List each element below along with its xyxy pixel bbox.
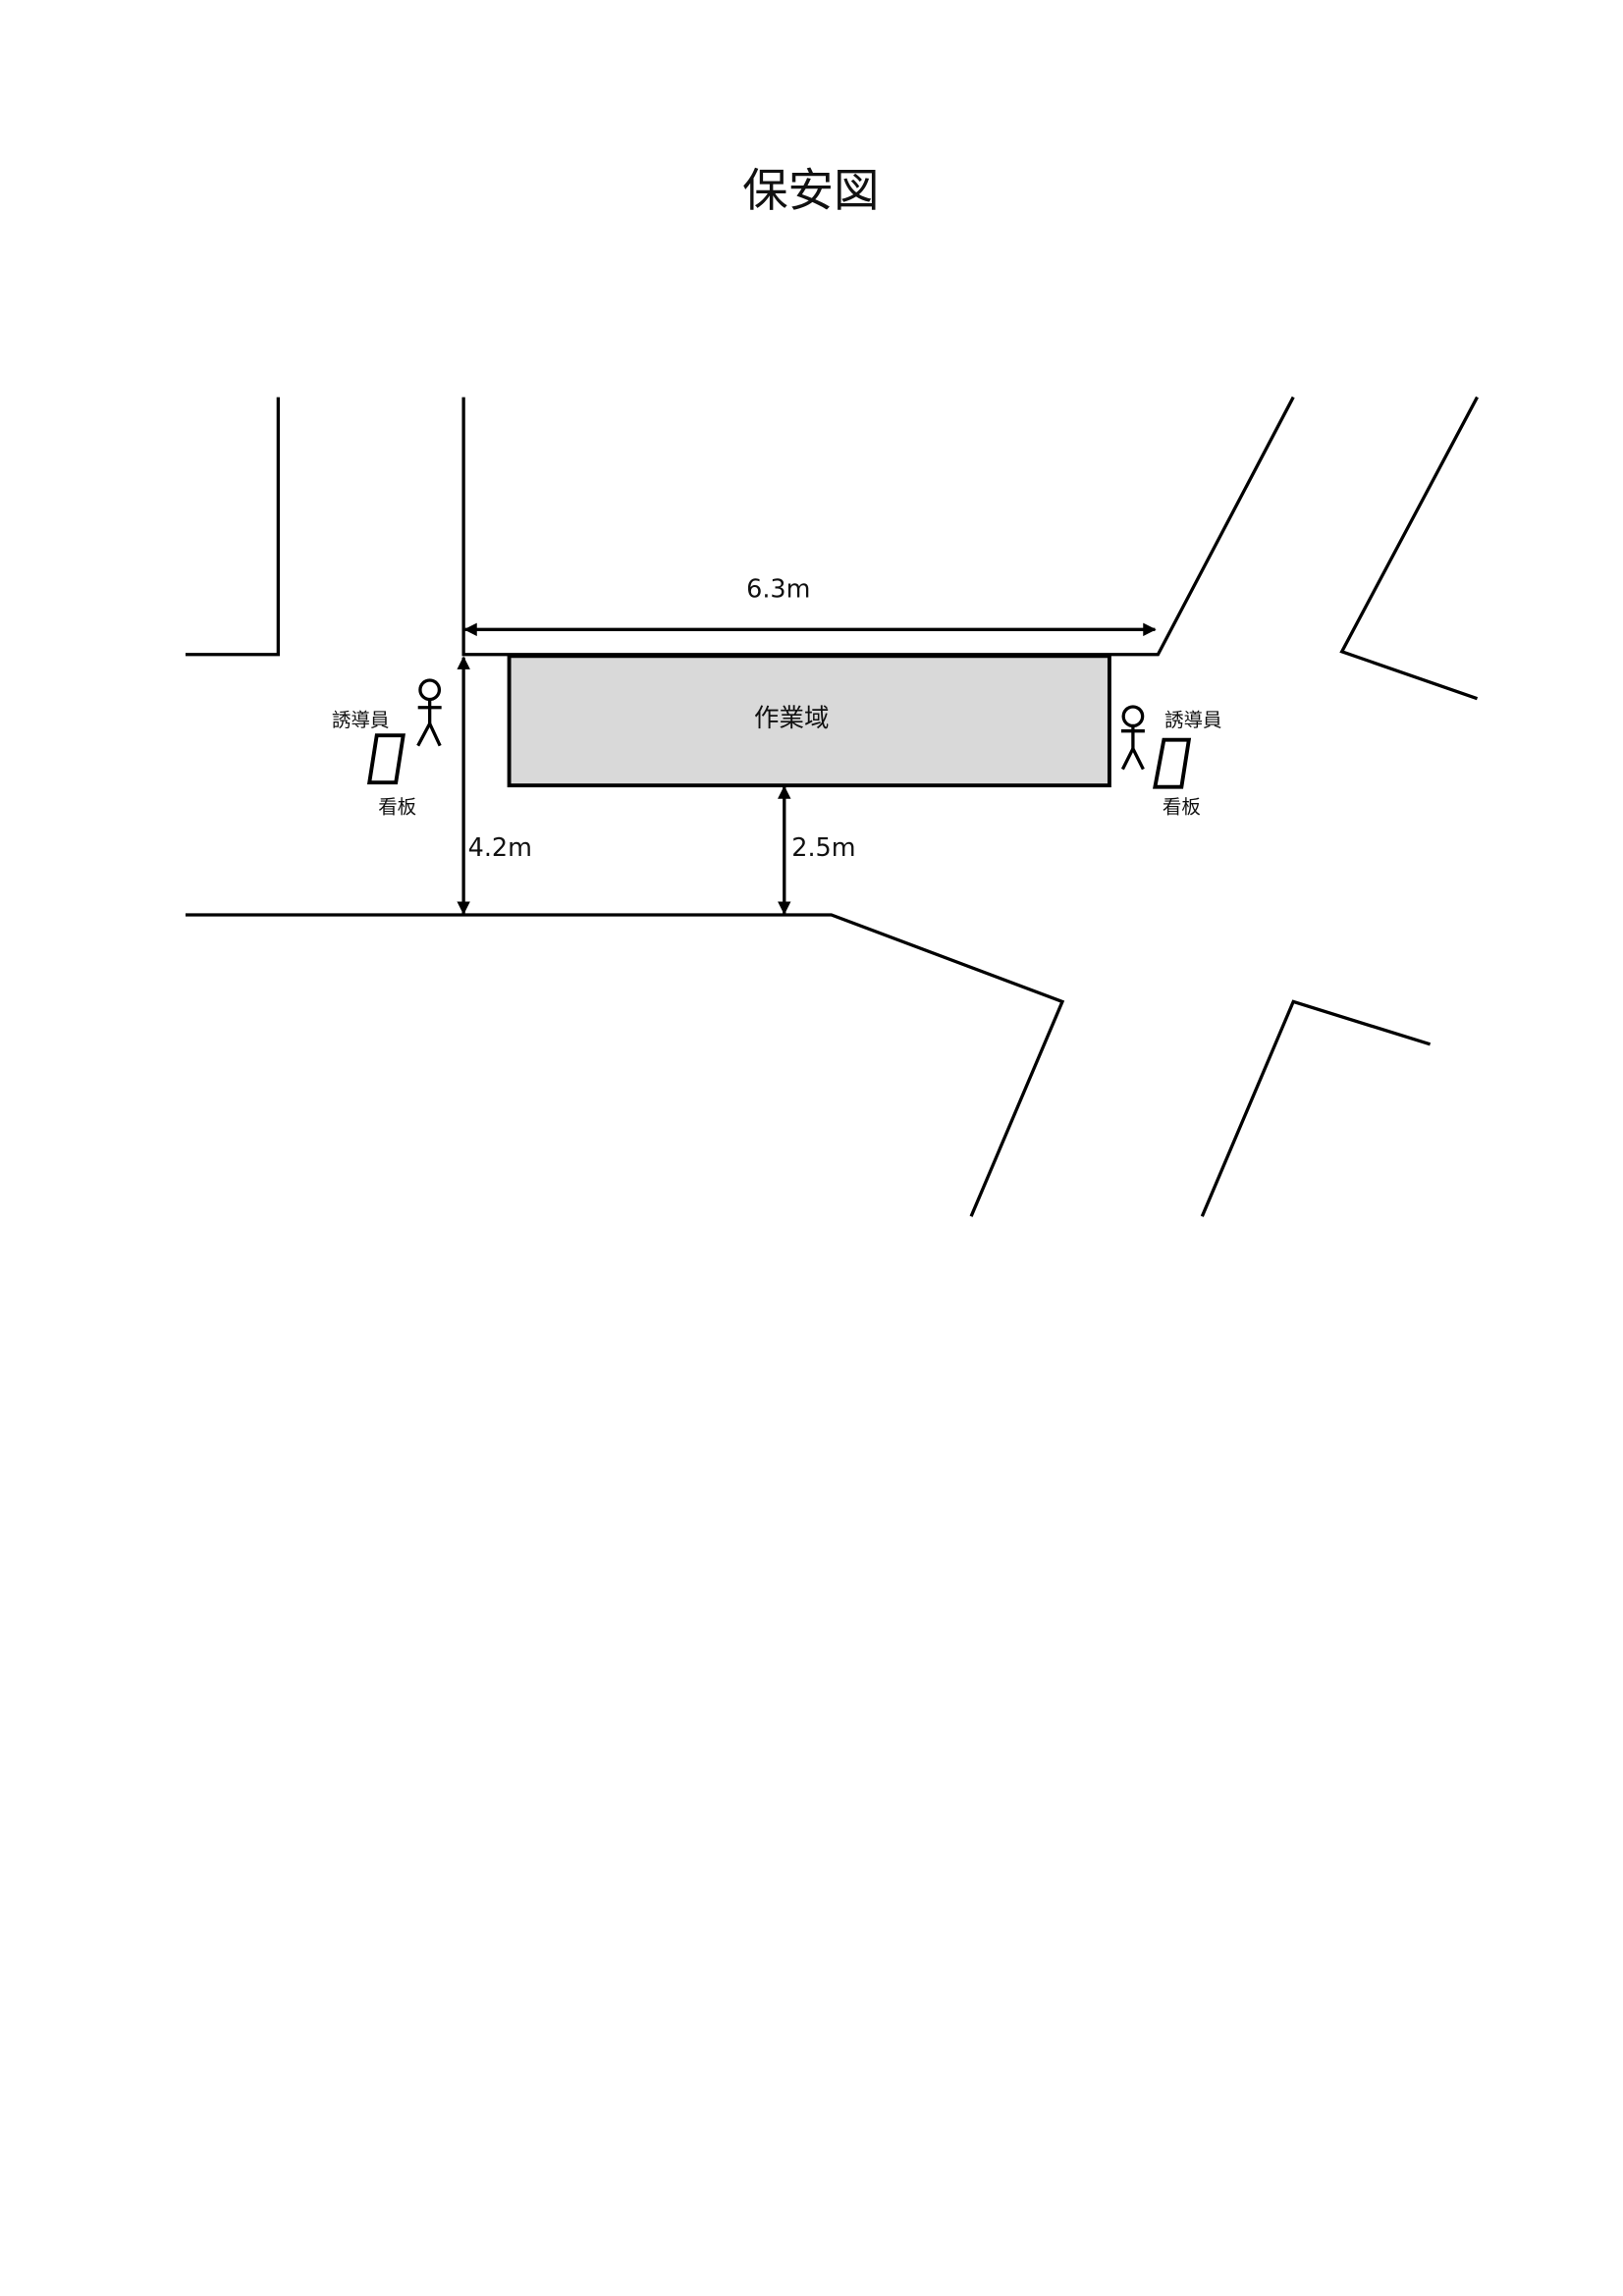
width-dimension-label: 6.3m: [746, 574, 810, 604]
page-title: 保安図: [742, 164, 879, 217]
work-area: [507, 654, 1111, 788]
clearance-label: 2.5m: [791, 833, 855, 863]
right-guard: 誘導員 看板: [1120, 705, 1222, 819]
left-guard: 誘導員 看板: [332, 678, 442, 819]
guard-label: 誘導員: [332, 709, 389, 731]
work-area-label: 作業域: [754, 704, 829, 733]
sign-board-icon: [1153, 737, 1192, 789]
right-building-corner: [1339, 396, 1479, 701]
lower-right-corner: [1200, 999, 1432, 1217]
sign-label: 看板: [1163, 796, 1201, 819]
sign-label: 看板: [378, 796, 416, 819]
road-width-label: 4.2m: [468, 833, 532, 863]
left-building-corner: [185, 397, 280, 657]
person-icon: [416, 678, 442, 747]
road-outline: [185, 396, 1479, 1217]
guard-label: 誘導員: [1164, 709, 1221, 731]
lower-road-edge: [185, 913, 1065, 1217]
sign-board-icon: [366, 733, 406, 785]
person-icon: [1120, 705, 1145, 771]
upper-road-edge: [461, 396, 1295, 657]
